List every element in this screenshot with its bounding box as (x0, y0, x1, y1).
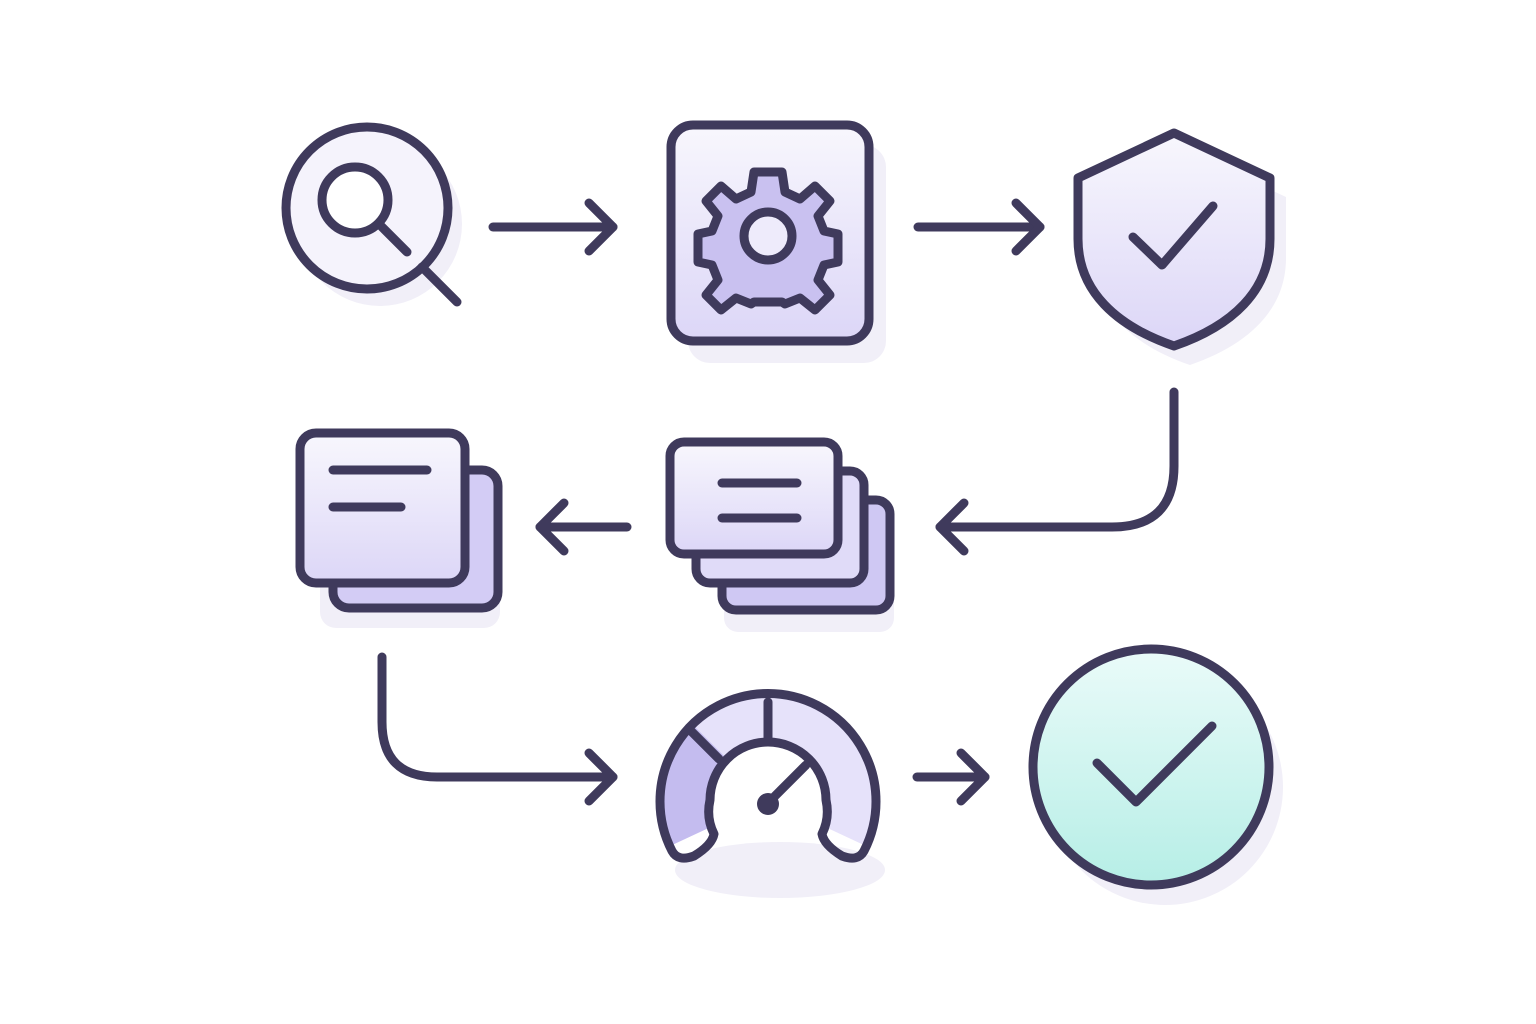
check-circle-icon (1028, 644, 1283, 905)
shield-check-icon (1073, 128, 1286, 365)
document-stack-icon (295, 428, 503, 628)
connector-arrow (935, 387, 1179, 556)
arrow-right-icon (488, 198, 618, 256)
gear-icon (666, 120, 886, 363)
connector-arrow (377, 652, 618, 806)
stacked-cards-icon (665, 437, 895, 632)
arrow-right-icon (912, 748, 990, 806)
arrow-left-icon (535, 498, 632, 556)
gauge-icon (655, 689, 885, 898)
arrow-right-icon (913, 198, 1045, 256)
magnifier-icon (281, 122, 462, 307)
